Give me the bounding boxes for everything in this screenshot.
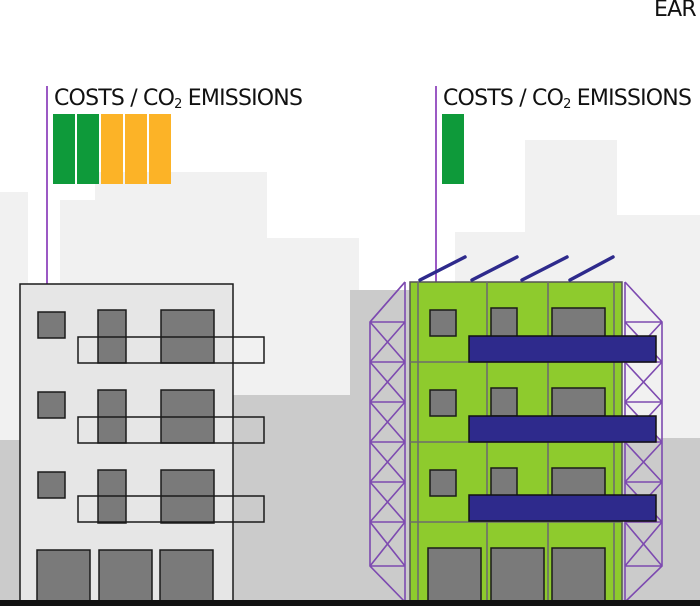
cost-bar-orange bbox=[125, 114, 147, 184]
cost-emission-bars-conventional bbox=[53, 114, 171, 184]
cost-bar-green bbox=[442, 114, 464, 184]
sustainable-cost-label: COSTS / CO2 EMISSIONS bbox=[443, 86, 692, 112]
solar-panel-icon bbox=[418, 255, 615, 282]
cost-bar-orange bbox=[149, 114, 171, 184]
conventional-cost-label: COSTS / CO2 EMISSIONS bbox=[54, 86, 303, 112]
conventional-building bbox=[19, 283, 265, 603]
sustainable-balconies bbox=[468, 335, 657, 522]
cost-bar-green bbox=[53, 114, 75, 184]
cost-bar-green bbox=[77, 114, 99, 184]
cost-bar-orange bbox=[101, 114, 123, 184]
flag-poles bbox=[46, 86, 437, 284]
corner-label: EAR bbox=[654, 0, 697, 22]
sustainable-windows bbox=[427, 307, 606, 603]
ground-line bbox=[0, 600, 700, 606]
conventional-balconies bbox=[77, 336, 265, 523]
sustainable-building bbox=[369, 255, 663, 603]
cost-emission-bars-sustainable bbox=[442, 114, 464, 184]
